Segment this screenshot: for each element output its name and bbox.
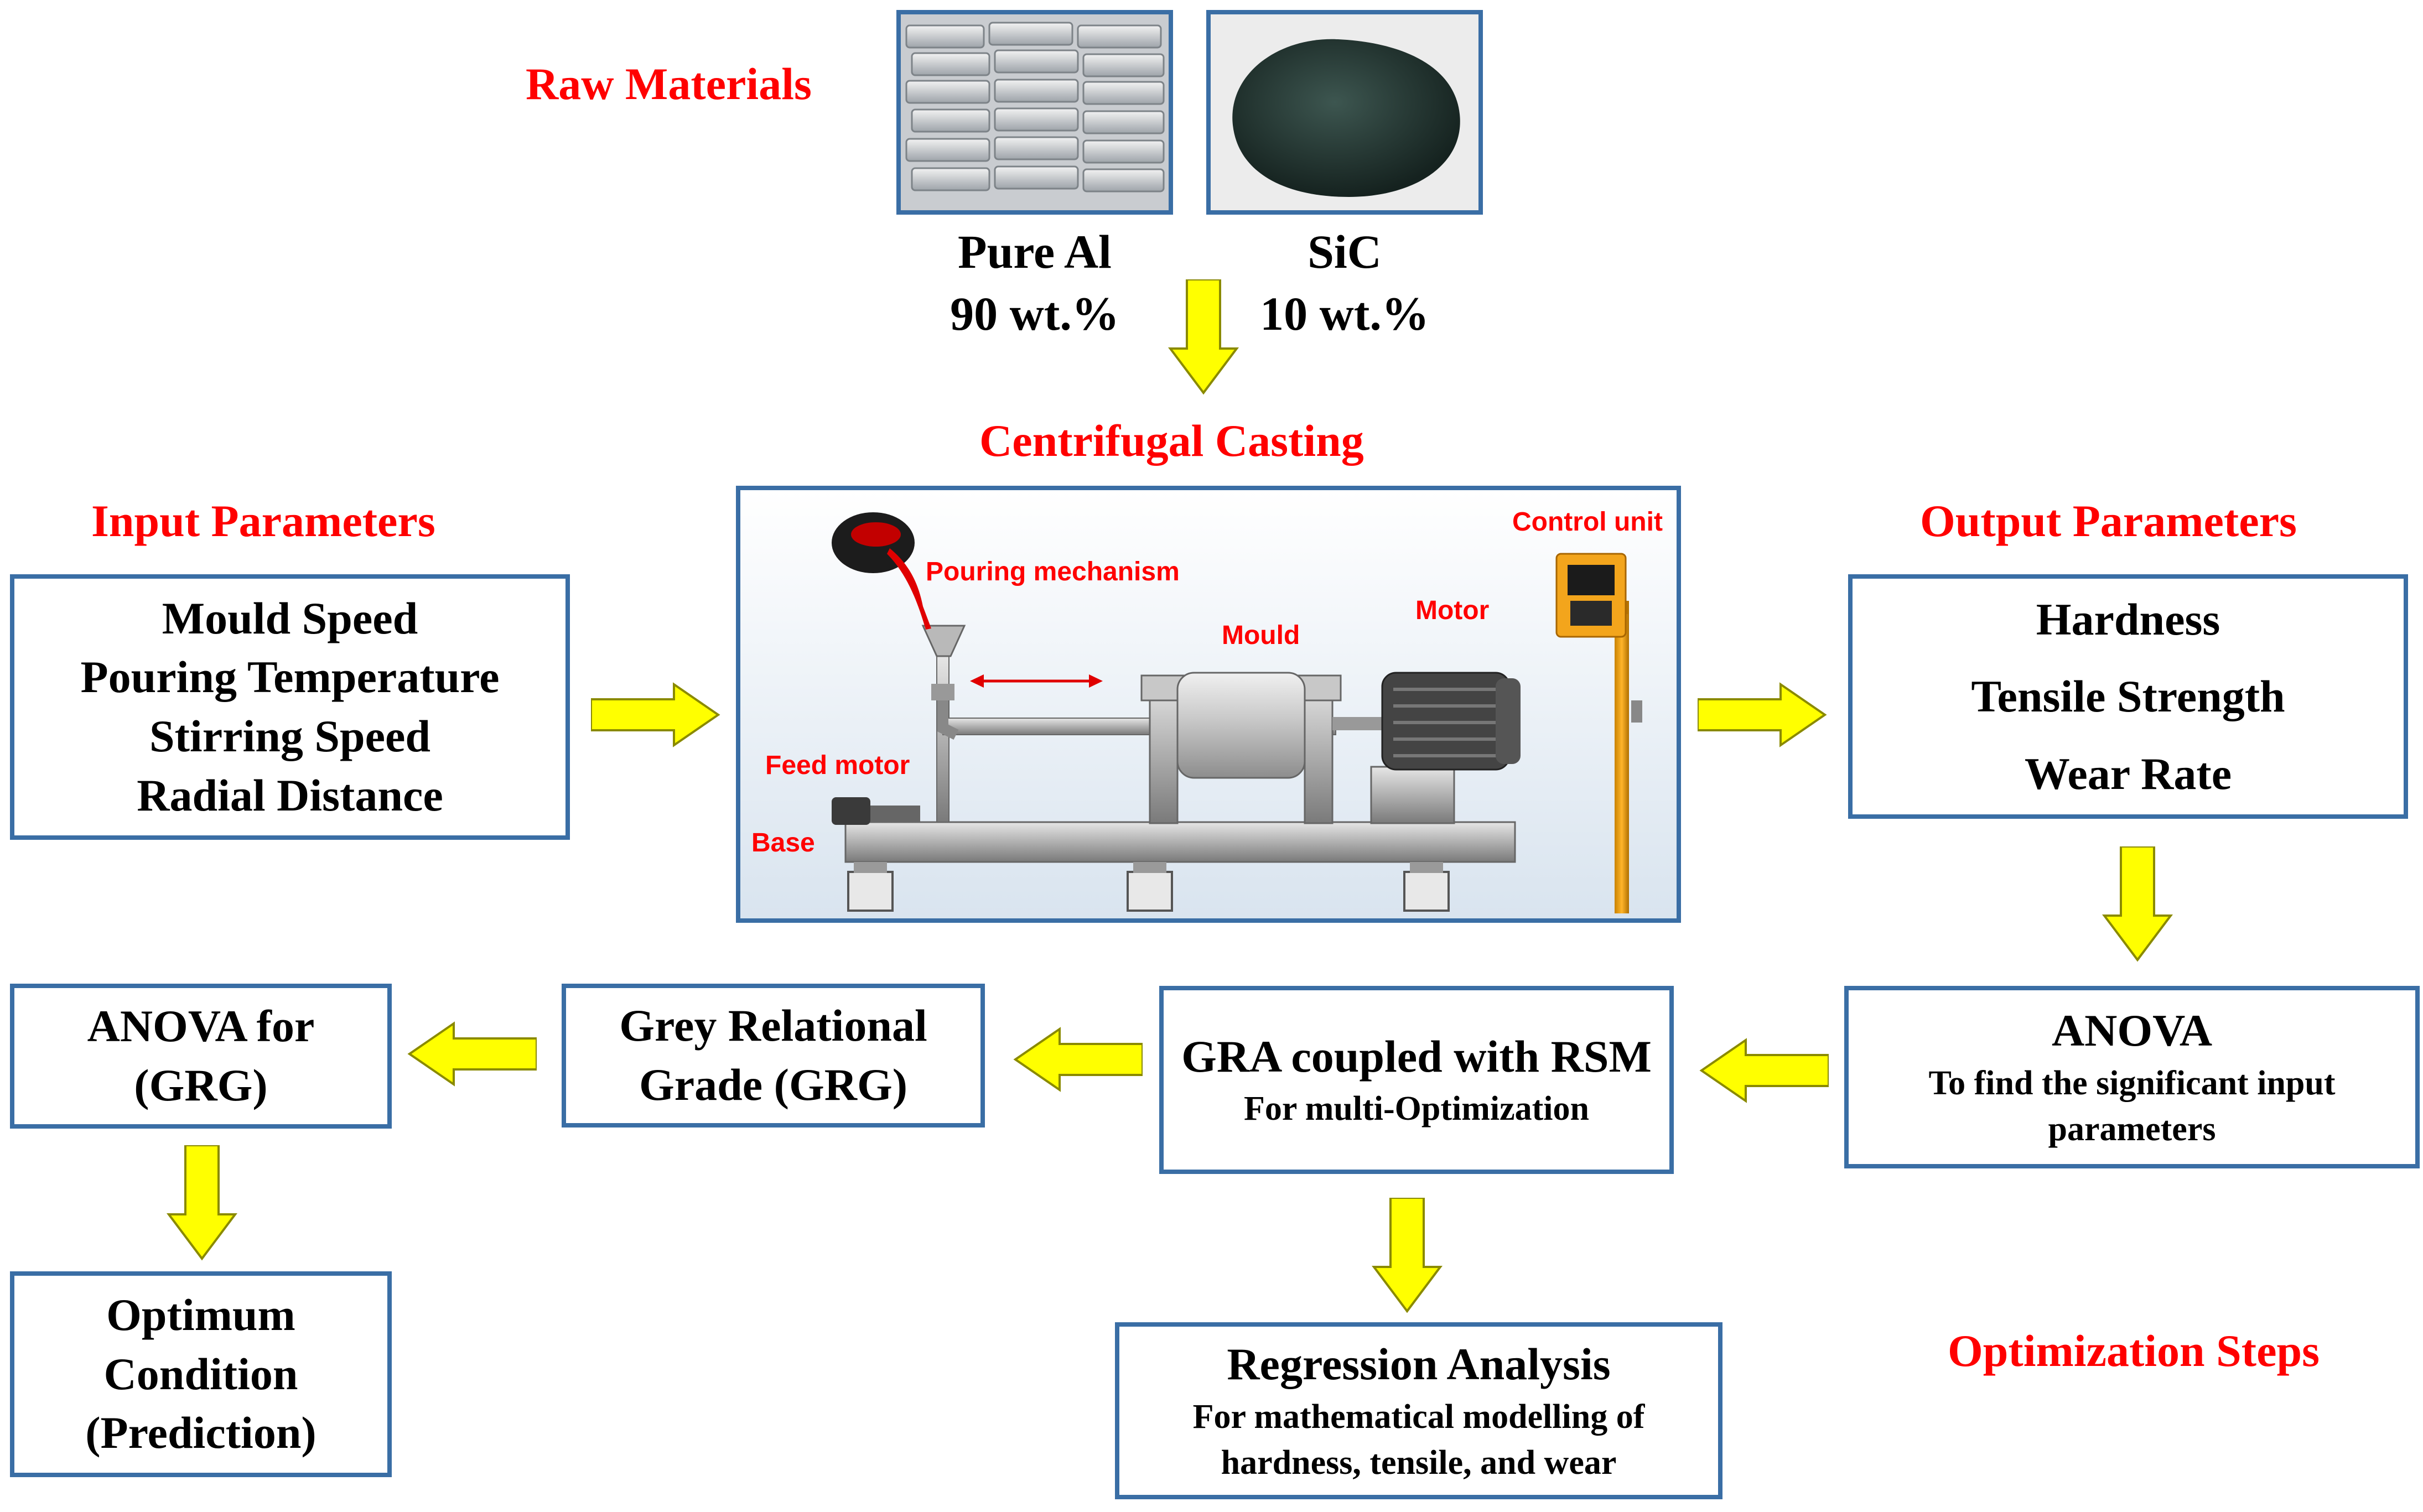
regression-analysis-title: Regression Analysis xyxy=(1227,1339,1611,1390)
arrow-left-gra xyxy=(1013,1027,1143,1092)
arrow-right-output xyxy=(1698,682,1827,747)
input-param-pouring-temperature: Pouring Temperature xyxy=(80,652,500,703)
arrow-left-grg xyxy=(407,1021,537,1087)
optimization-steps-heading: Optimization Steps xyxy=(1948,1326,2320,1376)
arrow-down-gra xyxy=(1372,1198,1443,1313)
arrow-right-input xyxy=(591,682,720,747)
sic-label: SiC xyxy=(1308,225,1382,278)
raw-materials-heading: Raw Materials xyxy=(526,59,812,109)
input-param-stirring-speed: Stirring Speed xyxy=(149,711,430,761)
input-parameters-box: Mould Speed Pouring Temperature Stirring… xyxy=(10,574,570,840)
regression-analysis-description: For mathematical modelling of hardness, … xyxy=(1192,1397,1645,1482)
control-unit-label: Control unit xyxy=(1512,507,1663,537)
aluminium-ingots-image xyxy=(896,10,1173,215)
sic-fraction: 10 wt.% xyxy=(1260,287,1429,340)
anova-description: To find the significant input parameters xyxy=(1928,1064,2336,1149)
feed-motor-label: Feed motor xyxy=(765,751,910,780)
output-parameters-box: Hardness Tensile Strength Wear Rate xyxy=(1848,574,2408,819)
output-parameters-heading: Output Parameters xyxy=(1920,496,2297,546)
arrow-left-anova xyxy=(1699,1038,1829,1103)
optimum-condition-title: Optimum Condition (Prediction) xyxy=(85,1290,317,1458)
input-param-mould-speed: Mould Speed xyxy=(162,593,418,643)
motor-label: Motor xyxy=(1415,596,1490,625)
pure-al-label: Pure Al xyxy=(958,225,1112,278)
anova-grg-title: ANOVA for (GRG) xyxy=(87,1001,315,1110)
arrow-down-materials xyxy=(1168,279,1239,395)
grg-title: Grey Relational Grade (GRG) xyxy=(619,1000,927,1110)
regression-analysis-box: Regression Analysis For mathematical mod… xyxy=(1115,1322,1722,1499)
input-param-radial-distance: Radial Distance xyxy=(137,770,443,820)
centrifugal-casting-machine: Pouring mechanism Control unit Mould Mot… xyxy=(736,486,1681,923)
centrifugal-casting-heading: Centrifugal Casting xyxy=(979,415,1364,466)
anova-grg-box: ANOVA for (GRG) xyxy=(10,984,392,1129)
gra-rsm-title: GRA coupled with RSM xyxy=(1181,1031,1652,1082)
anova-title: ANOVA xyxy=(2051,1005,2213,1056)
output-param-wear-rate: Wear Rate xyxy=(2024,748,2232,799)
output-param-tensile-strength: Tensile Strength xyxy=(1971,671,2285,722)
pouring-mechanism-label: Pouring mechanism xyxy=(926,557,1180,586)
arrow-down-anova-grg xyxy=(167,1145,237,1261)
sic-powder-image xyxy=(1206,10,1483,215)
pure-al-fraction: 90 wt.% xyxy=(950,287,1119,340)
optimum-condition-box: Optimum Condition (Prediction) xyxy=(10,1271,392,1477)
base-label: Base xyxy=(751,828,815,858)
input-parameters-heading: Input Parameters xyxy=(91,496,435,546)
anova-box: ANOVA To find the significant input para… xyxy=(1844,986,2420,1168)
output-param-hardness: Hardness xyxy=(2036,594,2220,645)
gra-rsm-description: For multi-Optimization xyxy=(1244,1090,1589,1128)
mould-label: Mould xyxy=(1222,621,1300,650)
arrow-down-output xyxy=(2102,846,2173,962)
grg-box: Grey Relational Grade (GRG) xyxy=(562,984,985,1127)
gra-rsm-box: GRA coupled with RSM For multi-Optimizat… xyxy=(1159,986,1674,1174)
